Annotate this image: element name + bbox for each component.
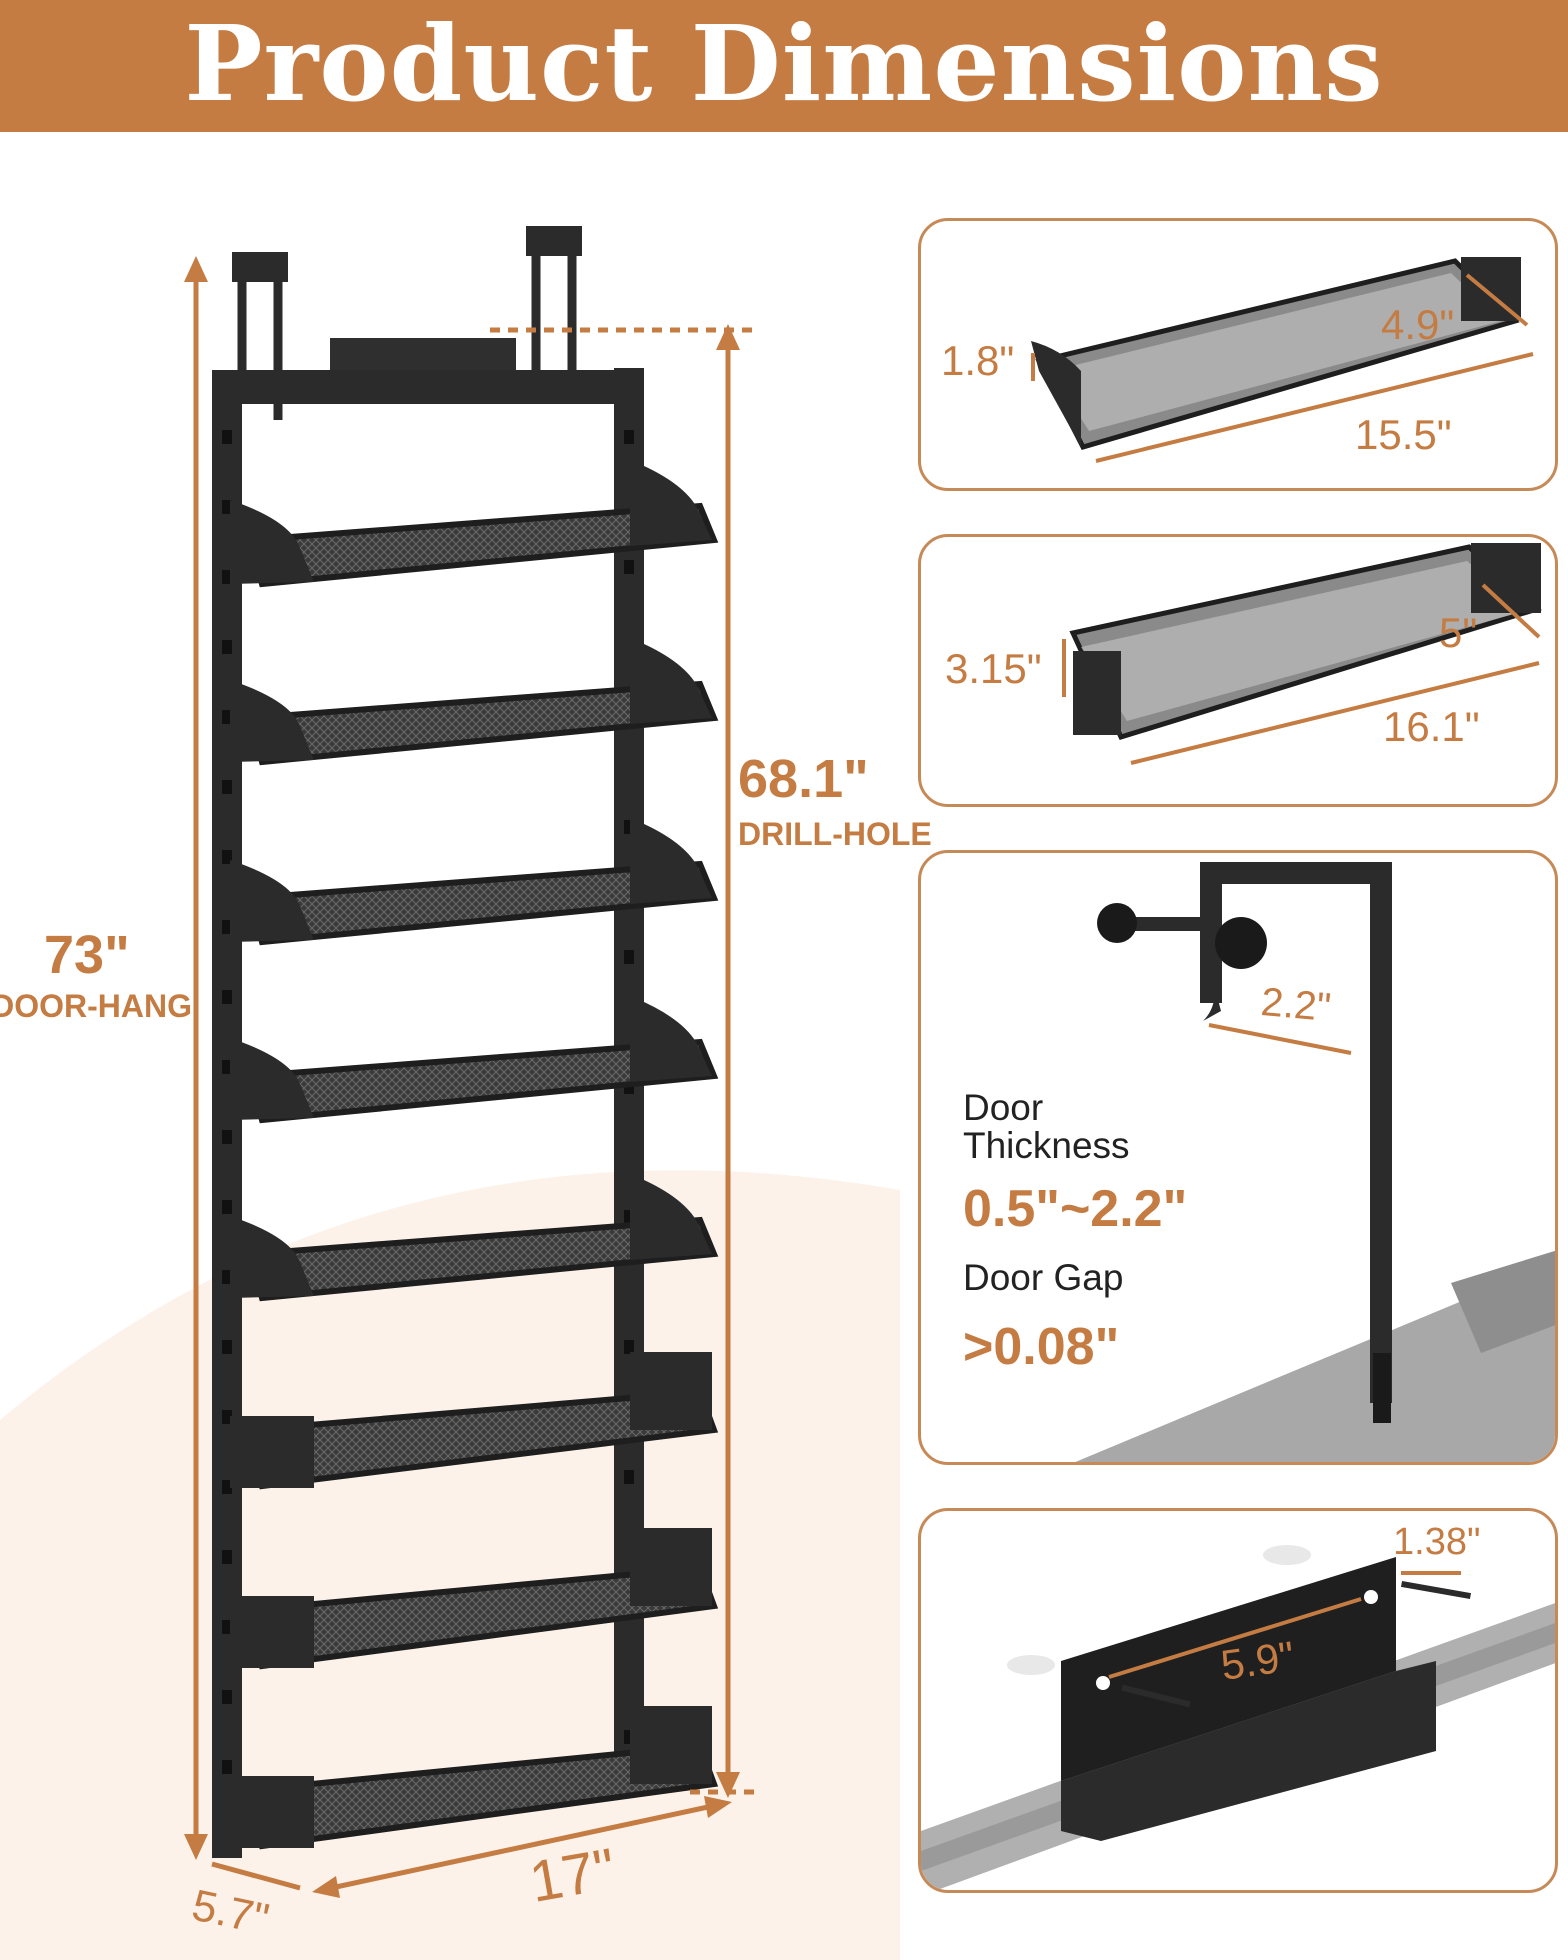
drill-hole-label: DRILL-HOLE [738, 816, 932, 852]
basket-small-panel: 1.8" 4.9" 15.5" [918, 218, 1558, 491]
top-crossbar [212, 370, 644, 404]
depth-line [211, 1861, 301, 1891]
hole-spacing-value: 5.9" [1218, 1632, 1298, 1689]
door-hang-value: 73" [44, 925, 130, 985]
hook-clamp-right [526, 226, 582, 256]
shelf-4 [230, 996, 719, 1124]
basket-small-length: 15.5" [1355, 411, 1452, 458]
hook-panel: 2.2" Door Thickness 0.5"~2.2" Door Gap >… [918, 850, 1558, 1465]
basket-small-height: 1.8" [941, 337, 1015, 384]
basket-large-depth: 5" [1439, 609, 1478, 656]
door-thickness-value: 0.5"~2.2" [963, 1180, 1188, 1238]
door-gap-label: Door Gap [963, 1257, 1124, 1298]
door-thickness-label-1: Door [963, 1087, 1044, 1128]
bracket-illustration [921, 1545, 1555, 1890]
basket-large-panel: 3.15" 5" 16.1" [918, 534, 1558, 807]
page-title: Product Dimensions [184, 2, 1384, 125]
screw-offset-value: 1.38" [1393, 1521, 1481, 1563]
basket-small-depth: 4.9" [1381, 301, 1455, 348]
width-line [321, 1801, 723, 1893]
basket-large-height: 3.15" [945, 645, 1042, 692]
hook-width-value: 2.2" [1259, 980, 1333, 1030]
basket-small-illustration [1031, 257, 1534, 463]
shelf-6 [230, 1352, 719, 1490]
door-thickness-label-2: Thickness [963, 1125, 1130, 1166]
drill-hole-value: 68.1" [738, 749, 869, 809]
shelf-1 [230, 460, 719, 588]
door-rack-illustration [184, 226, 756, 1898]
shelf-3 [230, 818, 719, 946]
door-hang-label: DOOR-HANG [0, 988, 192, 1024]
basket-large-length: 16.1" [1383, 703, 1480, 750]
shelf-7 [230, 1528, 719, 1670]
basket-large-illustration [1062, 543, 1542, 765]
bracket-panel: 1.38" 5.9" [918, 1508, 1558, 1893]
door-gap-value: >0.08" [963, 1318, 1120, 1376]
shelf-2 [230, 638, 719, 766]
shelf-5 [230, 1174, 719, 1302]
hook-clamp-left [232, 252, 288, 282]
hook-illustration [1075, 862, 1555, 1462]
title-banner [0, 0, 1568, 132]
shelf-8 [230, 1706, 719, 1850]
